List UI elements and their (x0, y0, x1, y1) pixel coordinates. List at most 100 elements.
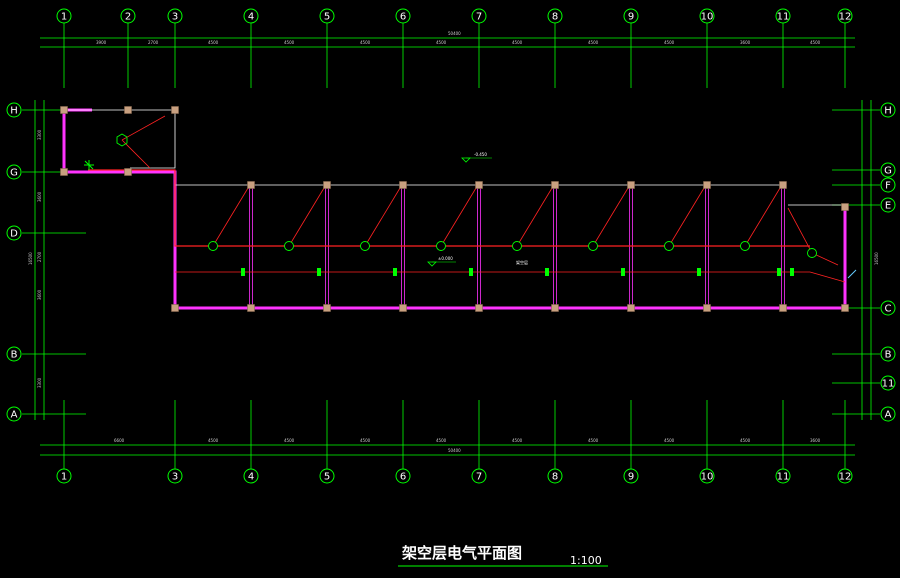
socket-outlet-8 (777, 268, 781, 276)
stair-light-wire-1 (121, 115, 166, 141)
axis-right-G-circle (880, 162, 896, 178)
axis-bottom-8-circle (547, 468, 563, 484)
axis-bottom-11-label: 11 (777, 472, 790, 483)
socket-outlet-9 (790, 268, 794, 276)
bottom-dim-9: 4500 (740, 438, 751, 443)
axis-right-F-label: F (885, 181, 891, 192)
axis-top-6-circle (395, 8, 411, 24)
annotations: -0.450 ±0.000 架空层 架空层电气平面图 1:100 (398, 152, 608, 567)
column-5 (124, 168, 132, 176)
light-fixture-7 (664, 241, 674, 251)
light-wire-7 (668, 187, 705, 247)
axis-top-8-label: 8 (552, 12, 558, 23)
top-dim-11: 4500 (810, 40, 821, 45)
top-dim-10: 3600 (740, 40, 751, 45)
left-dim-2: 3600 (37, 191, 42, 202)
axis-bottom-10-label: 10 (701, 472, 714, 483)
top-dim-total: 50400 (448, 31, 461, 36)
axis-bottom-3-circle (167, 468, 183, 484)
axis-right-11-circle (880, 375, 896, 391)
light-fixture-8 (740, 241, 750, 251)
axis-bottom-7-circle (471, 468, 487, 484)
axis-right-C-circle (880, 300, 896, 316)
axis-top-2-label: 2 (125, 12, 131, 23)
axis-top-6-label: 6 (400, 12, 406, 23)
circuits (88, 115, 846, 283)
axis-bottom-1-label: 1 (61, 472, 67, 483)
walls (62, 108, 847, 310)
axis-right-B-circle (880, 346, 896, 362)
axis-left-G-label: G (10, 168, 18, 179)
socket-outlet-4 (469, 268, 473, 276)
left-dim-1: 3300 (37, 129, 42, 140)
axis-top-5-label: 5 (324, 12, 330, 23)
socket-outlet-2 (317, 268, 321, 276)
axis-top-3-circle (167, 8, 183, 24)
socket-tail (809, 271, 846, 283)
axis-bottom-4-circle (243, 468, 259, 484)
bottom-dim-8: 4500 (664, 438, 675, 443)
axis-right-A-circle (880, 406, 896, 422)
socket-outlet-5 (545, 268, 549, 276)
axis-top-11-label: 11 (777, 12, 790, 23)
socket-outlet-1 (241, 268, 245, 276)
axis-bottom-1-circle (56, 468, 72, 484)
drawing-scale: 1:100 (570, 554, 602, 567)
top-dim-7: 4500 (512, 40, 523, 45)
axis-left-G-circle (6, 164, 22, 180)
light-fixture-6 (588, 241, 598, 251)
axis-top-7-label: 7 (476, 12, 482, 23)
top-dim-2: 2700 (148, 40, 159, 45)
column-3 (171, 106, 179, 114)
axis-left-D-circle (6, 225, 22, 241)
axis-top-2-circle (120, 8, 136, 24)
bottom-dim-3: 4500 (284, 438, 295, 443)
column-14 (841, 203, 849, 211)
bottom-dim-7: 4500 (588, 438, 599, 443)
columns (60, 106, 849, 312)
column-10 (551, 181, 559, 189)
axis-right-H-label: H (884, 106, 892, 117)
axis-top-12-label: 12 (839, 12, 852, 23)
axis-top-7-circle (471, 8, 487, 24)
grid-lines (22, 23, 880, 469)
top-dim-3: 4500 (208, 40, 219, 45)
top-dim-1: 3900 (96, 40, 107, 45)
axis-top-1-circle (56, 8, 72, 24)
axis-top-8-circle (547, 8, 563, 24)
stair-light-fixture (116, 133, 128, 147)
axis-bottom-10-circle (699, 468, 715, 484)
axis-right-E-circle (880, 197, 896, 213)
axis-right-G-label: G (884, 166, 892, 177)
left-dim-4: 3600 (37, 289, 42, 300)
elevation-marker-2 (427, 261, 437, 267)
top-dim-4: 4500 (284, 40, 295, 45)
light-wire-5 (516, 187, 553, 247)
light-fixture-2 (284, 241, 294, 251)
outer-wall (62, 110, 847, 310)
drawing-title: 架空层电气平面图 (401, 544, 522, 562)
distribution-box-symbol (84, 160, 94, 170)
column-16 (247, 304, 255, 312)
column-9 (475, 181, 483, 189)
left-dim-5: 3300 (37, 377, 42, 388)
column-13 (779, 181, 787, 189)
bottom-dim-2: 4500 (208, 438, 219, 443)
top-dim-8: 4500 (588, 40, 599, 45)
axis-bottom-7-label: 7 (476, 472, 482, 483)
axis-bottom-12-circle (837, 468, 853, 484)
light-wire-3 (364, 187, 401, 247)
column-20 (551, 304, 559, 312)
bottom-dim-5: 4500 (436, 438, 447, 443)
axis-right-B-label: B (885, 350, 892, 361)
column-1 (60, 106, 68, 114)
axis-top-11-circle (775, 8, 791, 24)
elevation-text-1: -0.450 (474, 152, 487, 157)
column-18 (399, 304, 407, 312)
column-22 (703, 304, 711, 312)
axis-right-C-label: C (885, 304, 892, 315)
axis-right-A-label: A (885, 410, 892, 421)
column-24 (841, 304, 849, 312)
